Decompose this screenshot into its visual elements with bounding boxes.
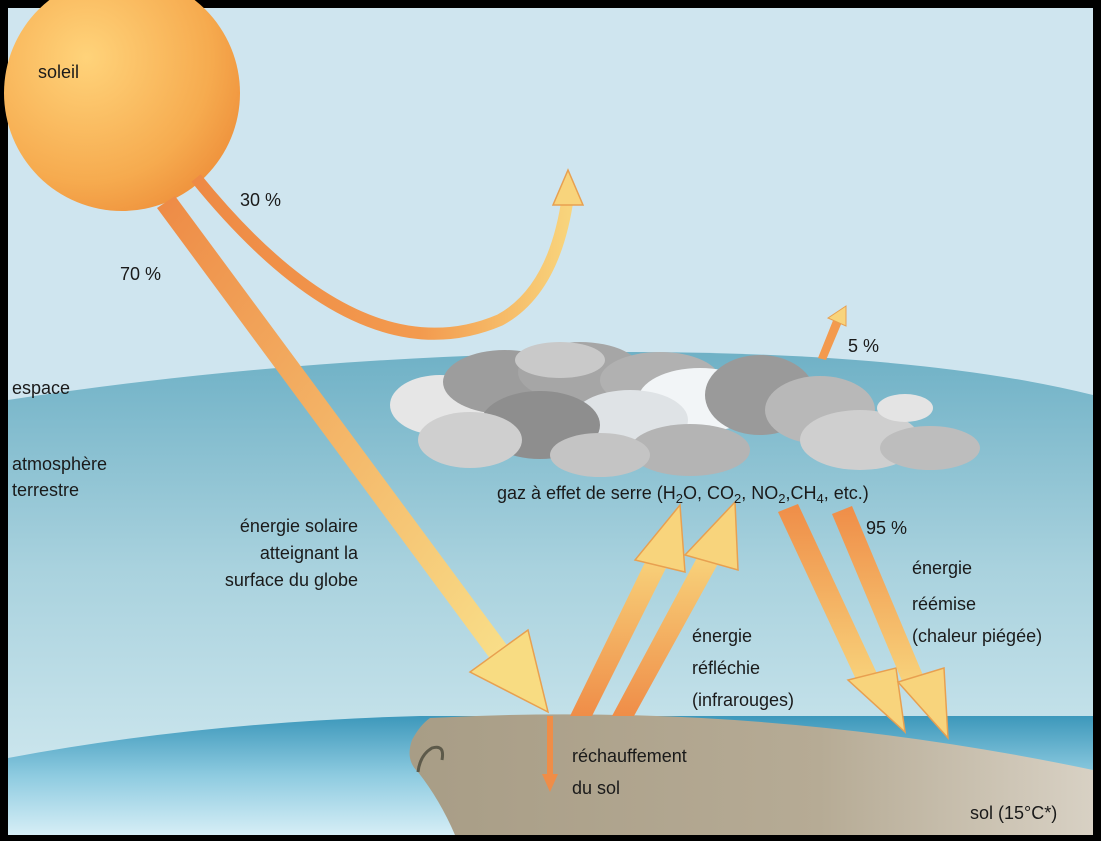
ground-warming-label-line2: du sol — [572, 778, 621, 798]
reflected-30-percent: 30 % — [240, 190, 282, 210]
atmosphere-label-line2: terrestre — [12, 480, 80, 500]
incoming-70-arrow — [157, 196, 512, 664]
solar-energy-label-line1: énergie solaire — [239, 516, 358, 536]
reemitted-down-arrowhead-1 — [846, 667, 907, 734]
reemitted-energy-label-line3: (chaleur piégée) — [912, 626, 1043, 646]
ground-warming-shaft — [547, 716, 553, 782]
sun-label: soleil — [38, 62, 80, 82]
infrared-up-arrow-1 — [570, 552, 670, 716]
infrared-up-arrowhead-1 — [633, 503, 686, 573]
ground — [409, 714, 1093, 835]
reflected-energy-label-line3: (infrarouges) — [692, 690, 795, 710]
ground-warming-label-line1: réchauffement — [572, 746, 687, 766]
reemitted-down-arrow-1 — [778, 504, 880, 688]
space-label: espace — [12, 378, 71, 398]
infrared-up-arrow-2 — [612, 552, 720, 716]
incoming-70-percent: 70 % — [120, 264, 162, 284]
incoming-70-arrowhead — [468, 628, 550, 714]
solar-energy-label-line2: atteignant la — [259, 543, 358, 563]
escape-5-arrowhead — [826, 305, 847, 327]
greenhouse-gases-label: gaz à effet de serre (H2O, CO2, NO2,CH4,… — [497, 483, 869, 506]
ground-label: sol (15°C*) — [970, 803, 1058, 823]
atmosphere-band — [8, 352, 1093, 835]
reemitted-energy-label-line2: réémise — [912, 594, 977, 614]
escape-5-arrow — [818, 318, 842, 360]
reflected-30-arrowhead — [551, 168, 585, 206]
reemitted-down-arrow-2 — [832, 506, 925, 688]
trapped-95-percent: 95 % — [866, 518, 908, 538]
solar-energy-label-line3: surface du globe — [224, 570, 358, 590]
sun — [4, 0, 240, 211]
ground-warming-arrowhead — [542, 774, 558, 792]
escape-5-percent: 5 % — [848, 336, 880, 356]
reemitted-down-arrowhead-2 — [896, 667, 949, 741]
coastline — [416, 745, 444, 773]
reflected-energy-label-line2: réfléchie — [692, 658, 761, 678]
infrared-up-arrowhead-2 — [683, 500, 739, 572]
reflected-30-arrow — [191, 174, 574, 340]
atmosphere-label-line1: atmosphère — [12, 454, 108, 474]
reemitted-energy-label-line1: énergie — [912, 558, 973, 578]
greenhouse-gas-clouds — [390, 342, 980, 477]
reflected-energy-label-line1: énergie — [692, 626, 753, 646]
